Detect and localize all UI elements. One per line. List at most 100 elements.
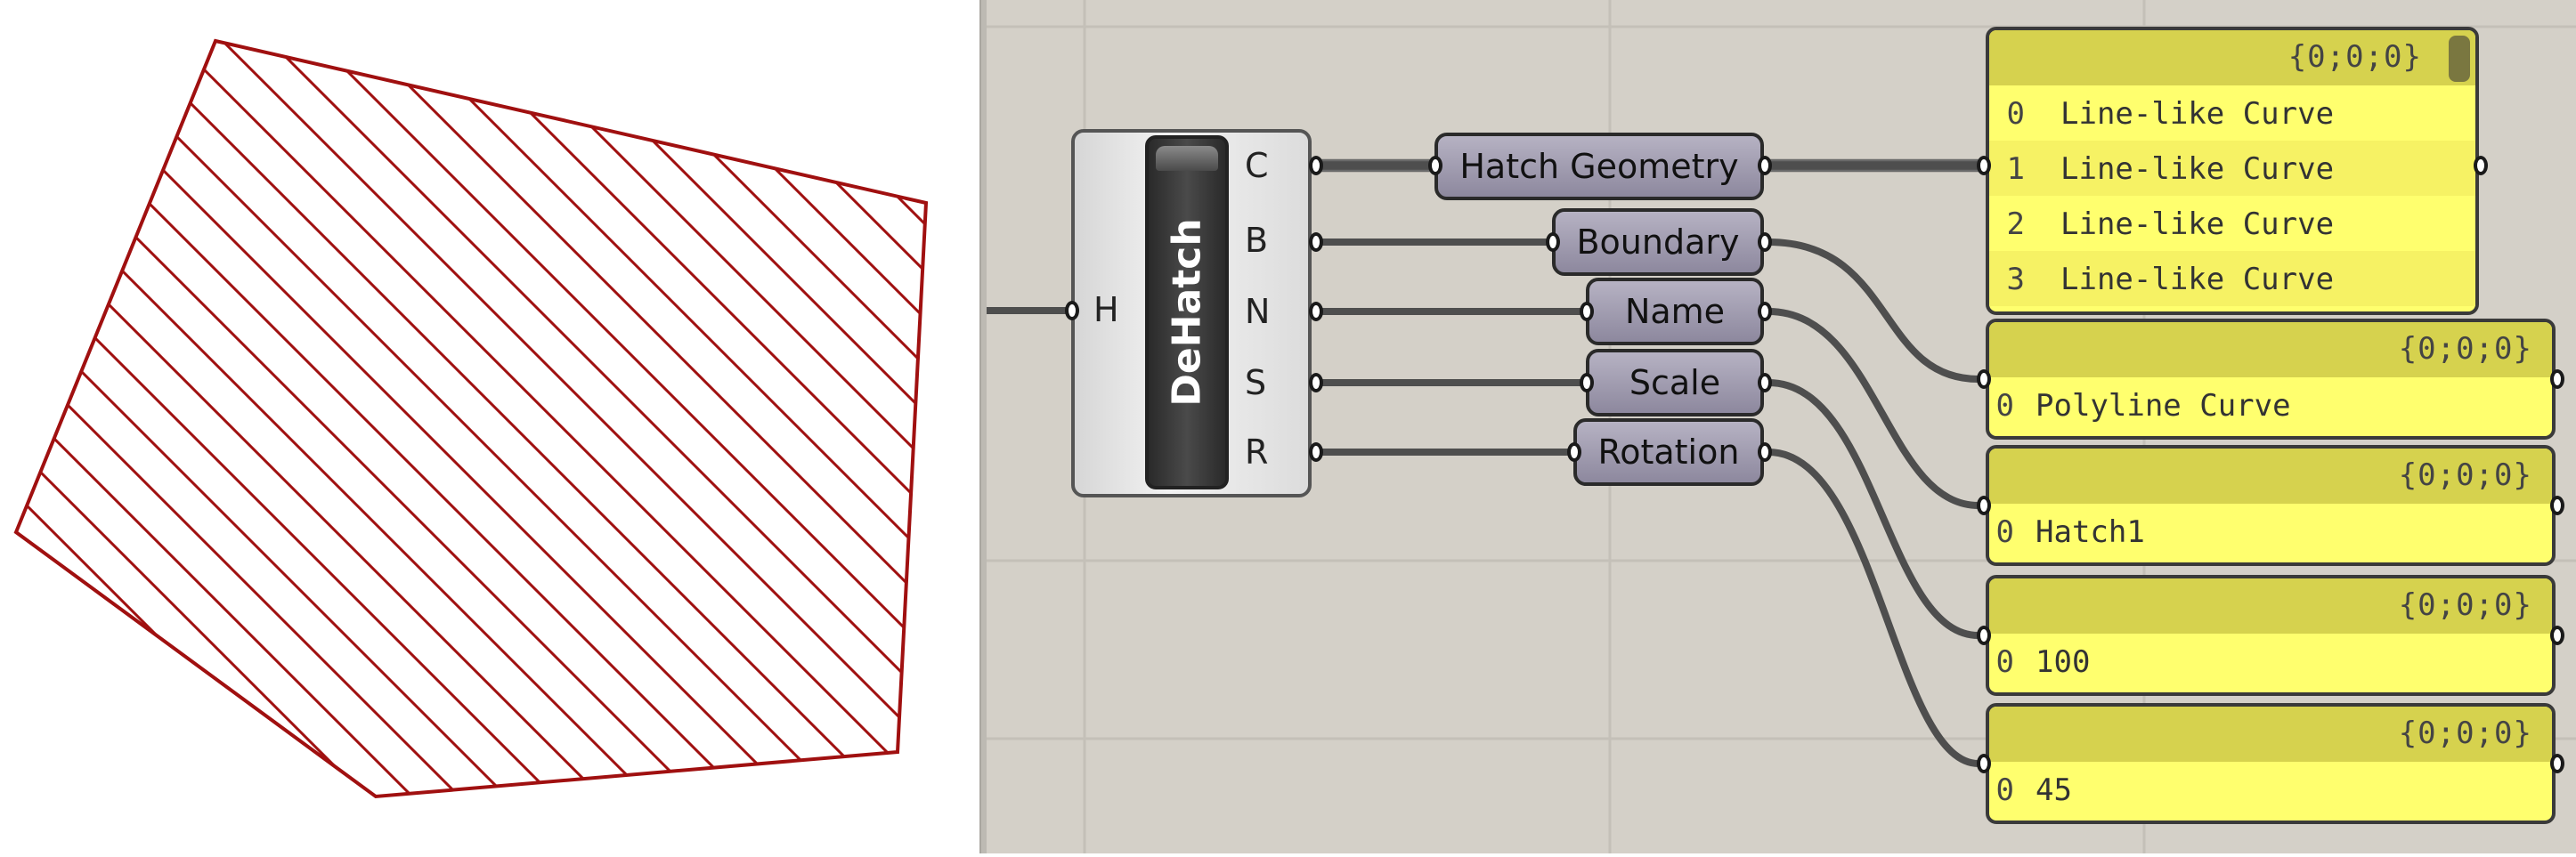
list-item: 0 Hatch1 — [1995, 514, 2145, 550]
panel-path: {0;0;0} — [2398, 331, 2532, 367]
param-name-input[interactable] — [1580, 302, 1594, 321]
hatch-line — [324, 41, 926, 796]
panel-hatch-geometry-input[interactable] — [1977, 156, 1991, 175]
hatch-boundary-polyline — [13, 38, 929, 799]
param-scale[interactable]: Scale — [1586, 349, 1764, 416]
hatch-line — [796, 41, 926, 796]
panel-hatch-geometry[interactable]: {0;0;0} 0 Line-like Curve 1 Line-like Cu… — [1986, 27, 2479, 315]
panel-boundary[interactable]: {0;0;0} 0 Polyline Curve — [1986, 319, 2556, 440]
hatch-line — [16, 41, 717, 796]
hatch-line — [16, 41, 858, 796]
panel-header: {0;0;0} — [1989, 578, 2552, 634]
hatch-line — [513, 41, 926, 796]
hatch-line — [230, 41, 926, 796]
output-port-r[interactable] — [1309, 442, 1323, 462]
hatch-line — [16, 41, 245, 796]
param-rotation[interactable]: Rotation — [1573, 418, 1764, 486]
panel-rotation-output[interactable] — [2550, 754, 2564, 773]
hatch-line — [41, 41, 926, 796]
param-hatch-geometry[interactable]: Hatch Geometry — [1434, 133, 1764, 200]
hatch-line — [183, 41, 926, 796]
panel-boundary-input[interactable] — [1977, 369, 1991, 389]
wire-layer — [987, 158, 1984, 767]
hatch-line — [16, 41, 575, 796]
hatch-line — [749, 41, 926, 796]
hatch-line — [135, 41, 926, 796]
panel-header: {0;0;0} — [1989, 322, 2552, 377]
wire-scale-panel4 — [1765, 379, 1982, 639]
output-port-b-label: B — [1245, 221, 1269, 260]
panel-scale-output[interactable] — [2550, 626, 2564, 645]
hatch-line — [16, 41, 198, 796]
wire-name-panel3 — [1765, 308, 1982, 509]
param-scale-input[interactable] — [1580, 373, 1594, 392]
output-port-b[interactable] — [1309, 232, 1323, 252]
param-boundary[interactable]: Boundary — [1552, 208, 1764, 276]
dehatch-title: DeHatch — [1164, 218, 1210, 407]
panel-path: {0;0;0} — [2398, 716, 2532, 751]
output-port-s[interactable] — [1309, 373, 1323, 392]
hatch-line — [418, 41, 926, 796]
input-port-h[interactable] — [1065, 301, 1079, 320]
panel-header: {0;0;0} — [1989, 30, 2475, 85]
hatch-line — [16, 41, 292, 796]
hatch-line — [16, 41, 481, 796]
list-item: 2 Line-like Curve — [2006, 206, 2335, 242]
param-boundary-output[interactable] — [1758, 232, 1772, 252]
param-boundary-input[interactable] — [1546, 232, 1560, 252]
param-scale-output[interactable] — [1758, 373, 1772, 392]
panel-name-input[interactable] — [1977, 496, 1991, 515]
hatch-line — [16, 41, 622, 796]
viewport-splitter[interactable] — [979, 0, 987, 853]
param-hatch-geometry-input[interactable] — [1428, 156, 1442, 175]
output-port-n[interactable] — [1309, 302, 1323, 321]
panel-scale[interactable]: {0;0;0} 0 100 — [1986, 575, 2556, 696]
wire-boundary-panel2 — [1765, 239, 1982, 383]
param-rotation-input[interactable] — [1567, 442, 1581, 462]
output-port-r-label: R — [1245, 433, 1269, 472]
grasshopper-canvas[interactable]: DeHatch H C B N S R Hatch Geometry Bound… — [987, 0, 2576, 853]
panel-rotation[interactable]: {0;0;0} 0 45 — [1986, 703, 2556, 824]
panel-header: {0;0;0} — [1989, 707, 2552, 762]
param-name[interactable]: Name — [1586, 278, 1764, 345]
param-hatch-geometry-output[interactable] — [1758, 156, 1772, 175]
output-port-n-label: N — [1245, 292, 1271, 331]
output-port-c[interactable] — [1309, 156, 1323, 175]
hatch-line — [939, 0, 979, 853]
hatch-line — [16, 41, 670, 796]
panel-rotation-input[interactable] — [1977, 754, 1991, 773]
panel-path: {0;0;0} — [2288, 39, 2422, 75]
panel-hatch-geometry-output[interactable] — [2474, 156, 2488, 175]
rhino-viewport[interactable] — [0, 0, 979, 853]
list-item: 0 Line-like Curve — [2006, 96, 2335, 132]
panel-boundary-output[interactable] — [2550, 369, 2564, 389]
hatch-line — [16, 41, 434, 796]
panel-scale-input[interactable] — [1977, 626, 1991, 645]
hatch-line — [843, 41, 926, 796]
list-item: 1 Line-like Curve — [1989, 141, 2475, 196]
hatch-pattern-lines — [16, 0, 979, 853]
panel-name-output[interactable] — [2550, 496, 2564, 515]
param-rotation-output[interactable] — [1758, 442, 1772, 462]
hatch-line — [16, 41, 764, 796]
panel-path: {0;0;0} — [2398, 587, 2532, 623]
hatch-line — [88, 41, 926, 796]
hatch-line — [16, 41, 339, 796]
panel-scrollbar[interactable] — [2449, 36, 2470, 82]
output-port-c-label: C — [1245, 146, 1269, 185]
panel-path: {0;0;0} — [2398, 457, 2532, 493]
list-item: 0 Polyline Curve — [1995, 388, 2291, 424]
output-port-s-label: S — [1245, 363, 1267, 402]
input-port-h-label: H — [1093, 290, 1119, 329]
param-name-output[interactable] — [1758, 302, 1772, 321]
dehatch-title-bar[interactable]: DeHatch — [1145, 135, 1229, 489]
hatch-line — [16, 41, 528, 796]
panel-name[interactable]: {0;0;0} 0 Hatch1 — [1986, 445, 2556, 566]
hatch-line — [890, 41, 926, 796]
hatch-line — [607, 41, 926, 796]
panel-header: {0;0;0} — [1989, 449, 2552, 504]
hatch-line — [277, 41, 926, 796]
list-item: 0 45 — [1995, 772, 2072, 808]
list-item: 0 100 — [1995, 644, 2091, 680]
wire-rotation-panel5 — [1765, 449, 1982, 767]
